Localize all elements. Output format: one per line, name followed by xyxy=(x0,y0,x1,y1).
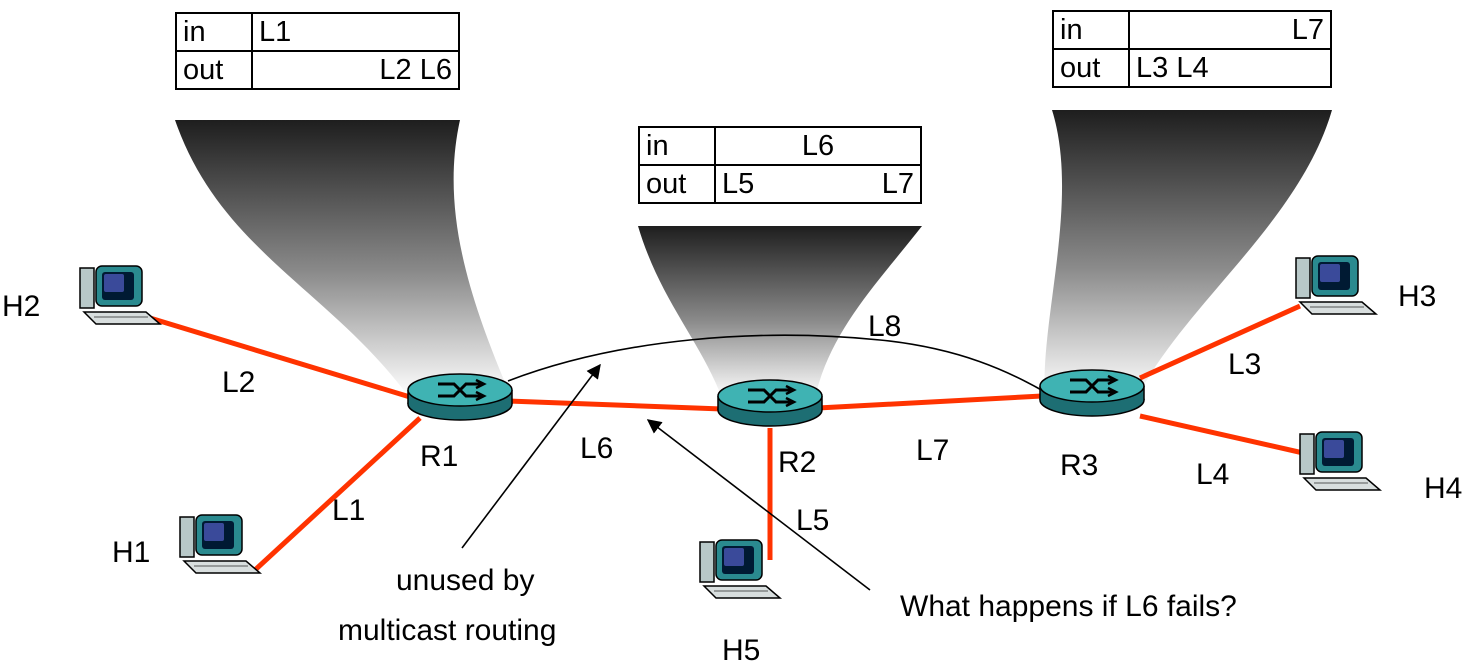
unused-annotation-line2: multicast routing xyxy=(338,614,556,647)
r1-forwarding-table: in L1 out L2 L6 xyxy=(175,12,460,90)
link-l4-label: L4 xyxy=(1196,458,1229,491)
router-r2-icon xyxy=(716,378,824,428)
r2-out-link-a: L5 xyxy=(722,168,755,200)
r2-table-out-row: out L5 L7 xyxy=(638,164,922,204)
router-r3-icon xyxy=(1038,368,1146,418)
r2-out-link-b: L7 xyxy=(881,168,914,200)
r3-table-in-row: in L7 xyxy=(1052,10,1332,50)
host-h5-label: H5 xyxy=(722,634,760,665)
unused-annotation-line1: unused by xyxy=(396,564,534,597)
link-l7-label: L7 xyxy=(916,434,949,467)
host-h4-icon xyxy=(1299,431,1381,491)
r2-out-cell: L5 L7 xyxy=(714,164,922,204)
r1-table-out-row: out L2 L6 xyxy=(175,50,460,90)
r1-in-links: L1 xyxy=(251,12,460,52)
r2-forwarding-table: in L6 out L5 L7 xyxy=(638,126,922,204)
r2-in-label: in xyxy=(638,126,716,166)
l6-fail-question: What happens if L6 fails? xyxy=(900,590,1237,623)
host-h2-label: H2 xyxy=(2,290,40,323)
link-l4 xyxy=(1139,413,1313,458)
host-h3-label: H3 xyxy=(1398,280,1436,313)
link-l2-label: L2 xyxy=(222,366,255,399)
unused-arrow xyxy=(461,363,601,549)
link-l5-label: L5 xyxy=(796,504,829,537)
link-l1 xyxy=(253,416,422,572)
link-l6-label: L6 xyxy=(580,432,613,465)
link-l3-label: L3 xyxy=(1228,348,1261,381)
router-r1-icon xyxy=(406,372,514,422)
link-l6 xyxy=(507,398,723,412)
r1-table-in-row: in L1 xyxy=(175,12,460,52)
link-l2 xyxy=(149,315,411,400)
r3-out-label: out xyxy=(1052,48,1130,88)
link-l7 xyxy=(817,393,1043,411)
host-h1-label: H1 xyxy=(112,536,150,569)
host-h1-icon xyxy=(179,514,261,574)
link-l8 xyxy=(507,334,1046,393)
r1-table-beam xyxy=(175,120,509,396)
host-h4-label: H4 xyxy=(1424,472,1462,505)
link-l1-label: L1 xyxy=(332,494,365,527)
links xyxy=(149,303,1313,572)
host-h3-icon xyxy=(1295,255,1377,315)
r2-out-label: out xyxy=(638,164,716,204)
link-l8-label: L8 xyxy=(868,310,901,343)
router-r2-label: R2 xyxy=(778,446,816,479)
r3-out-links: L3 L4 xyxy=(1128,48,1332,88)
r2-table-in-row: in L6 xyxy=(638,126,922,166)
l6-fail-arrow xyxy=(646,419,871,591)
r3-forwarding-table: in L7 out L3 L4 xyxy=(1052,10,1332,88)
r3-in-links: L7 xyxy=(1128,10,1332,50)
host-h2-icon xyxy=(79,265,161,325)
r1-in-label: in xyxy=(175,12,253,52)
router-r1-label: R1 xyxy=(420,440,458,473)
r3-table-out-row: out L3 L4 xyxy=(1052,48,1332,88)
r3-table-beam xyxy=(1044,110,1332,396)
r3-in-label: in xyxy=(1052,10,1130,50)
link-l3 xyxy=(1138,303,1302,381)
r1-out-links: L2 L6 xyxy=(251,50,460,90)
r2-table-beam xyxy=(638,226,922,398)
r2-in-links: L6 xyxy=(714,126,922,166)
r1-out-label: out xyxy=(175,50,253,90)
router-r3-label: R3 xyxy=(1060,449,1098,482)
